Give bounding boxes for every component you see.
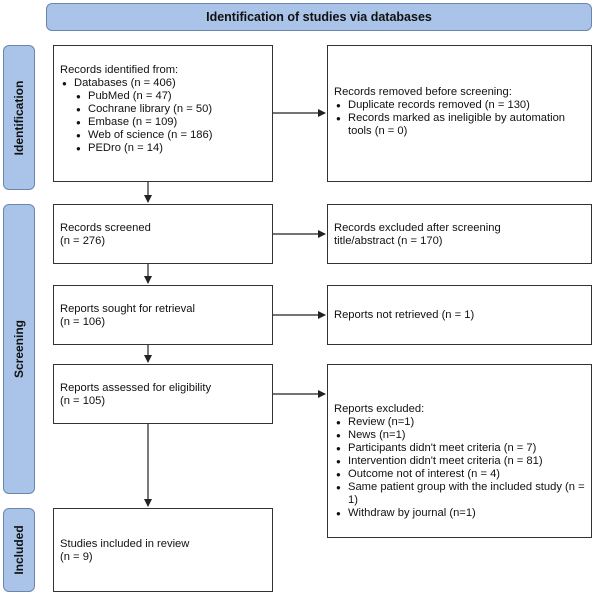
source-item: Embase (n = 109) (60, 116, 266, 129)
reports-assessed-line1: Reports assessed for eligibility (60, 382, 212, 394)
databases-total: Databases (n = 406) (60, 77, 266, 90)
removed-item: Records marked as ineligible by automati… (334, 112, 585, 138)
reports-sought-line1: Reports sought for retrieval (60, 303, 195, 315)
records-identified-title: Records identified from: (60, 64, 179, 76)
excluded-reason: News (n=1) (334, 429, 585, 442)
reports-excluded-box: Reports excluded: Review (n=1) News (n=1… (327, 364, 592, 538)
excluded-reason: Withdraw by journal (n=1) (334, 507, 585, 520)
studies-included-line2: (n = 9) (60, 551, 93, 563)
records-excluded-line2: title/abstract (n = 170) (334, 235, 443, 247)
header-title: Identification of studies via databases (206, 10, 432, 24)
reports-not-retrieved-line1: Reports not retrieved (n = 1) (334, 309, 475, 321)
excluded-reason: Same patient group with the included stu… (334, 481, 585, 507)
reports-sought-line2: (n = 106) (60, 316, 106, 328)
excluded-reason: Outcome not of interest (n = 4) (334, 468, 585, 481)
database-sources: PubMed (n = 47) Cochrane library (n = 50… (60, 90, 266, 155)
source-item: Web of science (n = 186) (60, 129, 266, 142)
excluded-reason: Intervention didn't meet criteria (n = 8… (334, 455, 585, 468)
phase-included: Included (3, 508, 35, 592)
records-excluded-box: Records excluded after screening title/a… (327, 204, 592, 264)
excluded-reason: Participants didn't meet criteria (n = 7… (334, 442, 585, 455)
excluded-reason: Review (n=1) (334, 416, 585, 429)
records-screened-line2: (n = 276) (60, 235, 106, 247)
studies-included-line1: Studies included in review (60, 538, 190, 550)
database-list: Databases (n = 406) (60, 77, 266, 90)
records-removed-box: Records removed before screening: Duplic… (327, 45, 592, 182)
phase-identification: Identification (3, 45, 35, 190)
reports-assessed-box: Reports assessed for eligibility (n = 10… (53, 364, 273, 424)
source-item: Cochrane library (n = 50) (60, 103, 266, 116)
studies-included-box: Studies included in review (n = 9) (53, 508, 273, 592)
records-excluded-line1: Records excluded after screening (334, 222, 501, 234)
phase-screening: Screening (3, 204, 35, 494)
source-item: PubMed (n = 47) (60, 90, 266, 103)
records-screened-line1: Records screened (60, 222, 151, 234)
reports-excluded-list: Review (n=1) News (n=1) Participants did… (334, 416, 585, 520)
reports-excluded-title: Reports excluded: (334, 403, 425, 415)
records-screened-box: Records screened (n = 276) (53, 204, 273, 264)
records-identified-box: Records identified from: Databases (n = … (53, 45, 273, 182)
diagram-header: Identification of studies via databases (46, 3, 592, 31)
reports-not-retrieved-box: Reports not retrieved (n = 1) (327, 285, 592, 345)
reports-assessed-line2: (n = 105) (60, 395, 106, 407)
removed-list: Duplicate records removed (n = 130) Reco… (334, 99, 585, 138)
removed-item: Duplicate records removed (n = 130) (334, 99, 585, 112)
reports-sought-box: Reports sought for retrieval (n = 106) (53, 285, 273, 345)
records-removed-title: Records removed before screening: (334, 86, 512, 98)
source-item: PEDro (n = 14) (60, 142, 266, 155)
